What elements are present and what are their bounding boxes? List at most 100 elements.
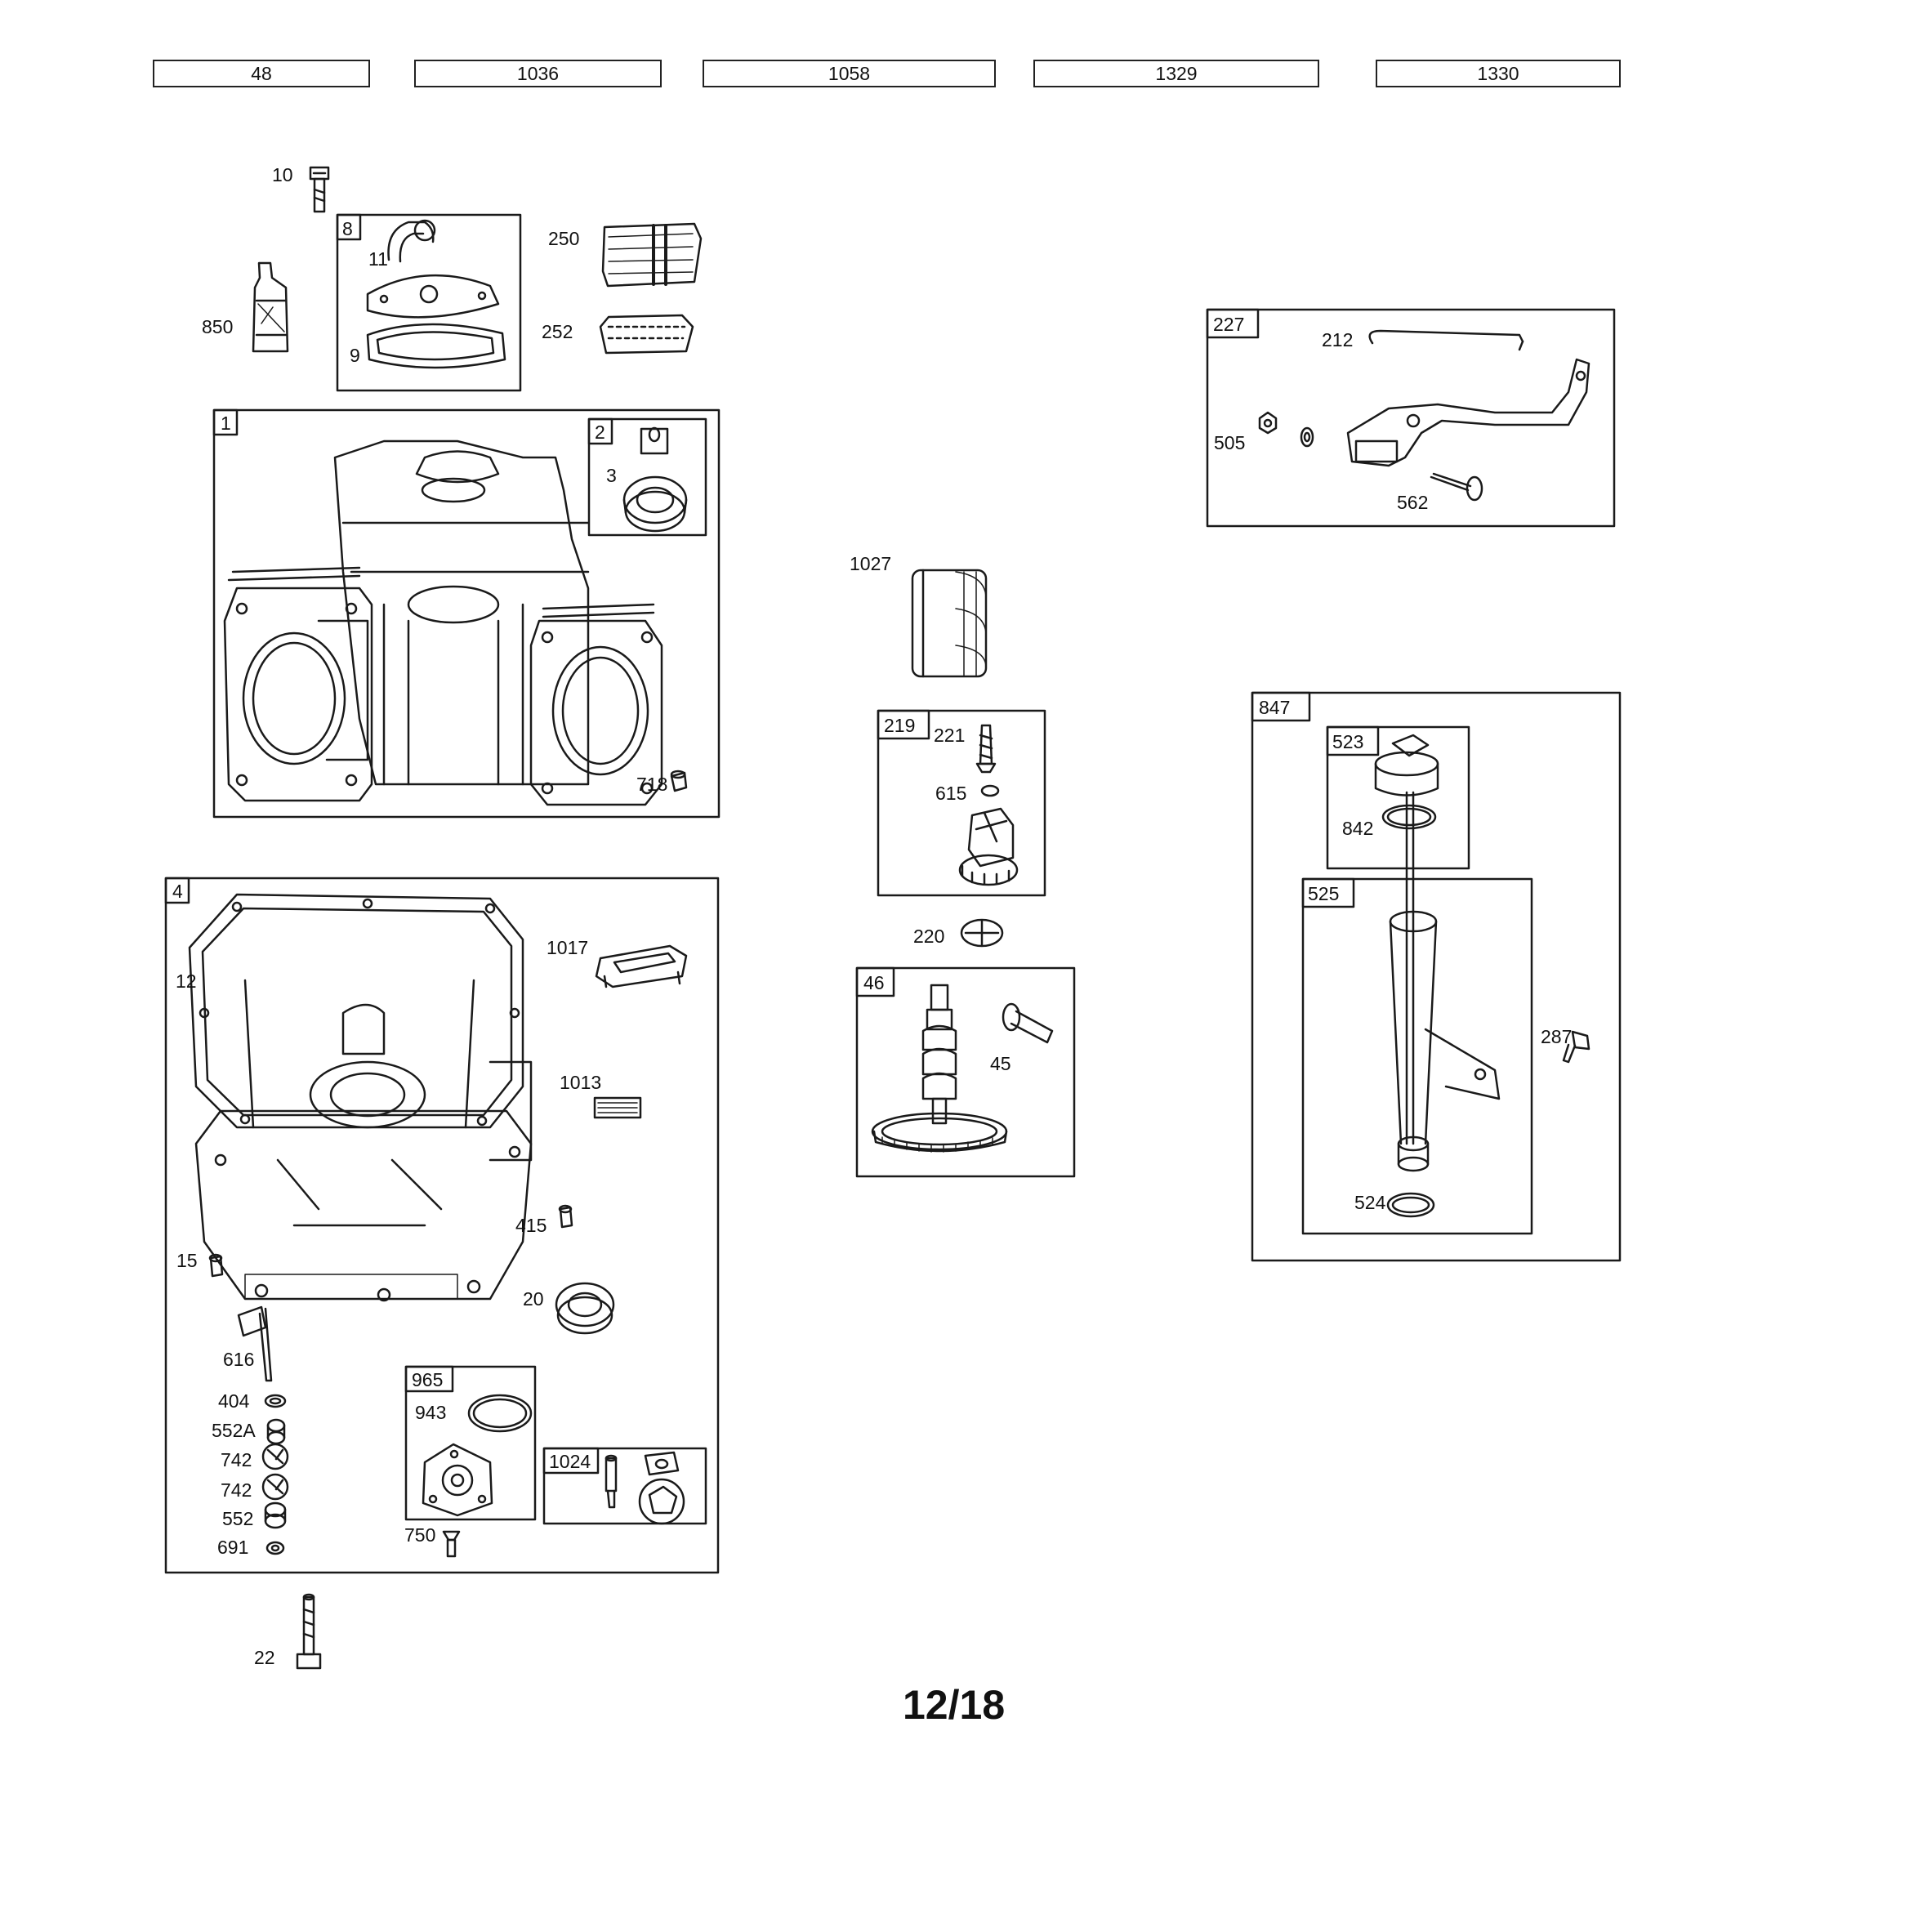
group-219: 219 [877, 709, 1046, 897]
group-1024: 1024 [542, 1447, 707, 1525]
dipstick-rod-drawing [1405, 791, 1415, 1145]
group-525-label: 525 [1308, 883, 1339, 904]
washer-615-drawing [980, 784, 1000, 797]
callout-616: 616 [223, 1349, 254, 1370]
callout-10: 10 [272, 164, 293, 185]
screen-1013-drawing [593, 1096, 642, 1119]
callout-45: 45 [990, 1053, 1011, 1074]
nut-505-drawing [1258, 411, 1314, 448]
callout-524: 524 [1354, 1192, 1386, 1213]
group-1: 1 [212, 408, 721, 819]
o-ring-842-drawing [1381, 804, 1437, 830]
sleeve-552-drawing [264, 1501, 287, 1529]
tab-1058[interactable]: 1058 [703, 60, 996, 87]
callout-9: 9 [350, 345, 360, 366]
group-523: 523 [1326, 725, 1470, 870]
oil-filter-1027-drawing [911, 569, 988, 678]
callout-12: 12 [176, 970, 197, 992]
callout-615: 615 [935, 783, 966, 804]
page-number: 12/18 [903, 1682, 1006, 1728]
callout-22: 22 [254, 1647, 275, 1668]
group-847: 847 [1251, 691, 1622, 1262]
breather-gasket-9-drawing [366, 323, 506, 369]
callout-850: 850 [202, 316, 233, 337]
callout-15: 15 [176, 1250, 198, 1271]
oil-pump-drawing [422, 1443, 493, 1517]
governor-gear-drawing [958, 807, 1019, 886]
o-ring-943-drawing [467, 1394, 533, 1433]
pin-221-drawing [975, 724, 997, 774]
callout-11: 11 [368, 248, 388, 270]
callout-3: 3 [606, 465, 617, 486]
o-ring-524-drawing [1386, 1192, 1435, 1218]
tab-1036[interactable]: 1036 [414, 60, 662, 87]
rotor-1024-drawing [638, 1451, 685, 1525]
governor-shaft-616-drawing [237, 1305, 273, 1382]
callout-1017: 1017 [547, 937, 588, 958]
dipstick-cap-523-drawing [1374, 734, 1439, 796]
tab-1329[interactable]: 1329 [1033, 60, 1319, 87]
group-8-label: 8 [342, 218, 353, 239]
oil-seal-3-drawing [622, 475, 688, 533]
spring-212-drawing [1368, 329, 1524, 351]
crankcase-gasket-12-drawing [188, 893, 524, 1129]
cover-plate-1017-drawing [595, 944, 688, 988]
oil-sump-4-drawing [194, 979, 533, 1302]
callout-20: 20 [523, 1288, 544, 1310]
gear-742-drawing [261, 1443, 289, 1470]
callout-505: 505 [1214, 432, 1245, 453]
tab-48[interactable]: 48 [153, 60, 370, 87]
callout-562: 562 [1397, 492, 1428, 513]
callout-552: 552 [222, 1508, 253, 1529]
group-8: 8 [336, 213, 522, 392]
callout-252: 252 [542, 321, 573, 342]
gear-220-drawing [960, 918, 1004, 948]
group-1024-label: 1024 [549, 1451, 591, 1472]
callout-750: 750 [404, 1524, 435, 1546]
sealant-tube-850-drawing [252, 261, 289, 353]
callout-287: 287 [1541, 1026, 1572, 1047]
group-965-label: 965 [412, 1369, 443, 1390]
group-847-label: 847 [1259, 697, 1290, 718]
seal-cap-2-drawing [640, 426, 669, 455]
bolt-287-drawing [1562, 1030, 1590, 1064]
sleeve-552a-drawing [266, 1418, 286, 1445]
washer-691-drawing [265, 1541, 285, 1555]
group-965: 965 [404, 1365, 537, 1521]
callout-943: 943 [415, 1402, 446, 1423]
group-2: 2 [587, 417, 707, 537]
callout-404: 404 [218, 1390, 250, 1412]
group-525: 525 [1301, 877, 1533, 1235]
group-46-label: 46 [863, 972, 885, 993]
callout-842: 842 [1342, 818, 1373, 839]
breather-cover-drawing [366, 274, 500, 319]
group-4: 4 [164, 877, 720, 1574]
callout-415: 415 [515, 1215, 547, 1236]
callout-1027: 1027 [850, 553, 891, 574]
tappet-45-drawing [1002, 1002, 1054, 1044]
gear-742b-drawing [261, 1473, 289, 1501]
callout-552a: 552A [212, 1420, 256, 1441]
group-523-label: 523 [1332, 731, 1363, 752]
group-227-label: 227 [1213, 314, 1244, 335]
breather-tube-11-drawing [387, 219, 436, 263]
callout-742: 742 [221, 1449, 252, 1470]
pre-filter-252-drawing [599, 314, 694, 355]
tab-1330[interactable]: 1330 [1376, 60, 1621, 87]
group-219-label: 219 [884, 715, 915, 736]
bolt-10-drawing [309, 166, 330, 213]
oil-seal-20-drawing [555, 1282, 615, 1335]
bolt-562-drawing [1430, 472, 1483, 502]
group-1-label: 1 [221, 413, 231, 434]
group-46: 46 [855, 966, 1076, 1178]
callout-691: 691 [217, 1537, 248, 1558]
callout-1013: 1013 [560, 1072, 601, 1093]
screw-750-drawing [442, 1530, 461, 1558]
camshaft-46-drawing [871, 984, 1008, 1153]
pin-1024-drawing [605, 1454, 618, 1509]
plug-15-drawing [208, 1253, 224, 1278]
callout-212: 212 [1322, 329, 1353, 350]
callout-labels: 10 11 850 9 250 252 3 718 12 1017 1013 4… [176, 164, 1572, 1668]
